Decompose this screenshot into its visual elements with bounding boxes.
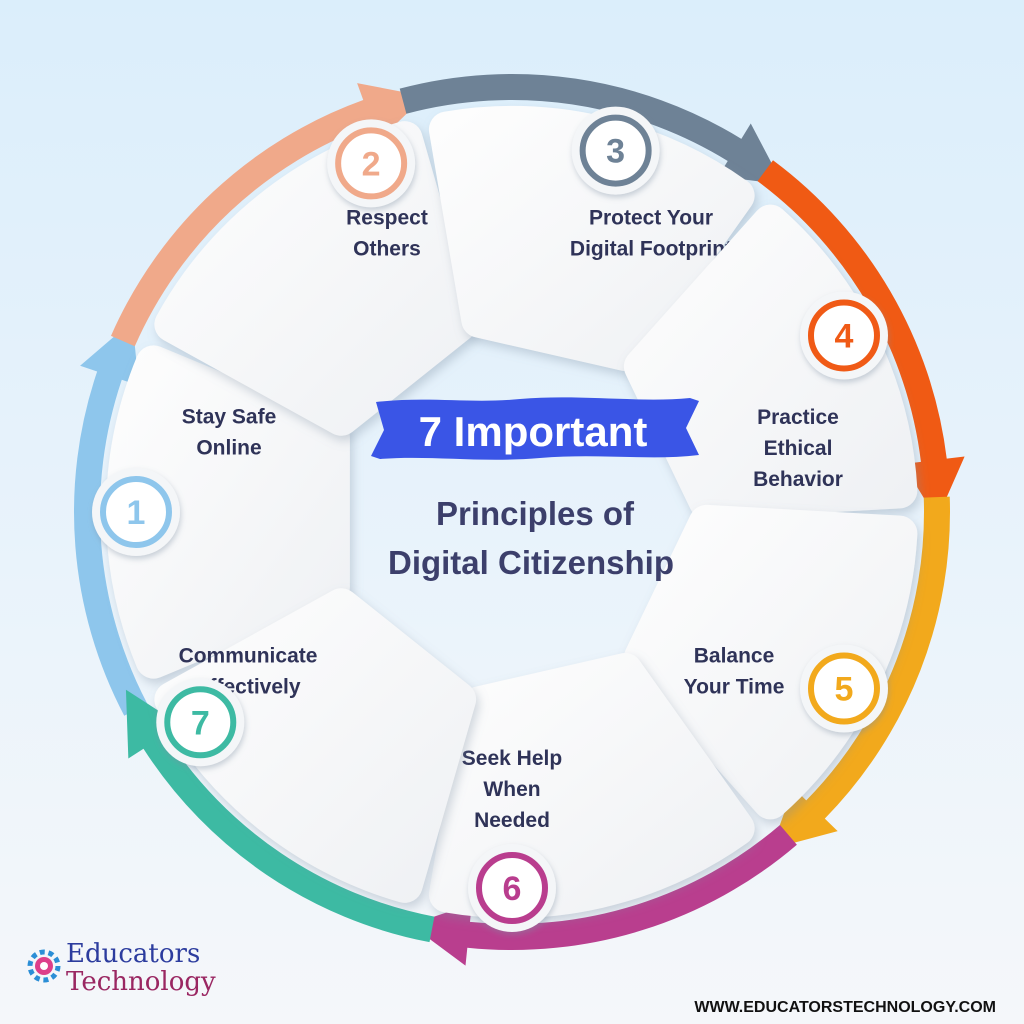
number-badge-1: 1 [92, 468, 180, 556]
number-badge-text-2: 2 [362, 145, 381, 183]
arrow-segment-2 [110, 83, 425, 347]
website-url: WWW.EDUCATORSTECHNOLOGY.COM [694, 999, 996, 1016]
number-badge-2: 2 [327, 119, 416, 208]
number-badges: 1 2 3 4 5 6 7 [92, 106, 888, 932]
educators-technology-logo: Educators Technology [27, 939, 216, 997]
subtitle-line-1: Principles of [436, 495, 635, 532]
number-badge-text-4: 4 [835, 317, 854, 355]
subtitle-line-2: Digital Citizenship [388, 544, 674, 581]
number-badge-7: 7 [156, 678, 245, 767]
arrow-segment-7 [125, 689, 435, 943]
number-badge-text-7: 7 [191, 704, 210, 742]
arrow-segment-5 [771, 496, 950, 849]
title-banner [371, 397, 699, 460]
gear-icon [27, 949, 61, 983]
title-banner-text: 7 Important [419, 408, 648, 455]
center-title: 7 Important Principles of Digital Citize… [371, 397, 699, 581]
number-badge-6: 6 [468, 844, 556, 932]
number-badge-text-3: 3 [606, 133, 625, 171]
number-badge-4: 4 [799, 291, 888, 380]
number-badge-text-6: 6 [503, 870, 522, 908]
number-badge-text-1: 1 [127, 494, 146, 532]
number-badge-text-5: 5 [835, 671, 854, 709]
logo-text-line-2: Technology [66, 967, 216, 997]
arrow-segment-3 [399, 73, 783, 185]
arrow-segment-1 [74, 320, 148, 716]
arrow-segment-4 [757, 160, 965, 520]
number-badge-5: 5 [799, 644, 888, 733]
number-badge-3: 3 [571, 106, 660, 195]
principle-card-6 [428, 653, 755, 918]
logo-text-line-1: Educators [66, 939, 200, 969]
